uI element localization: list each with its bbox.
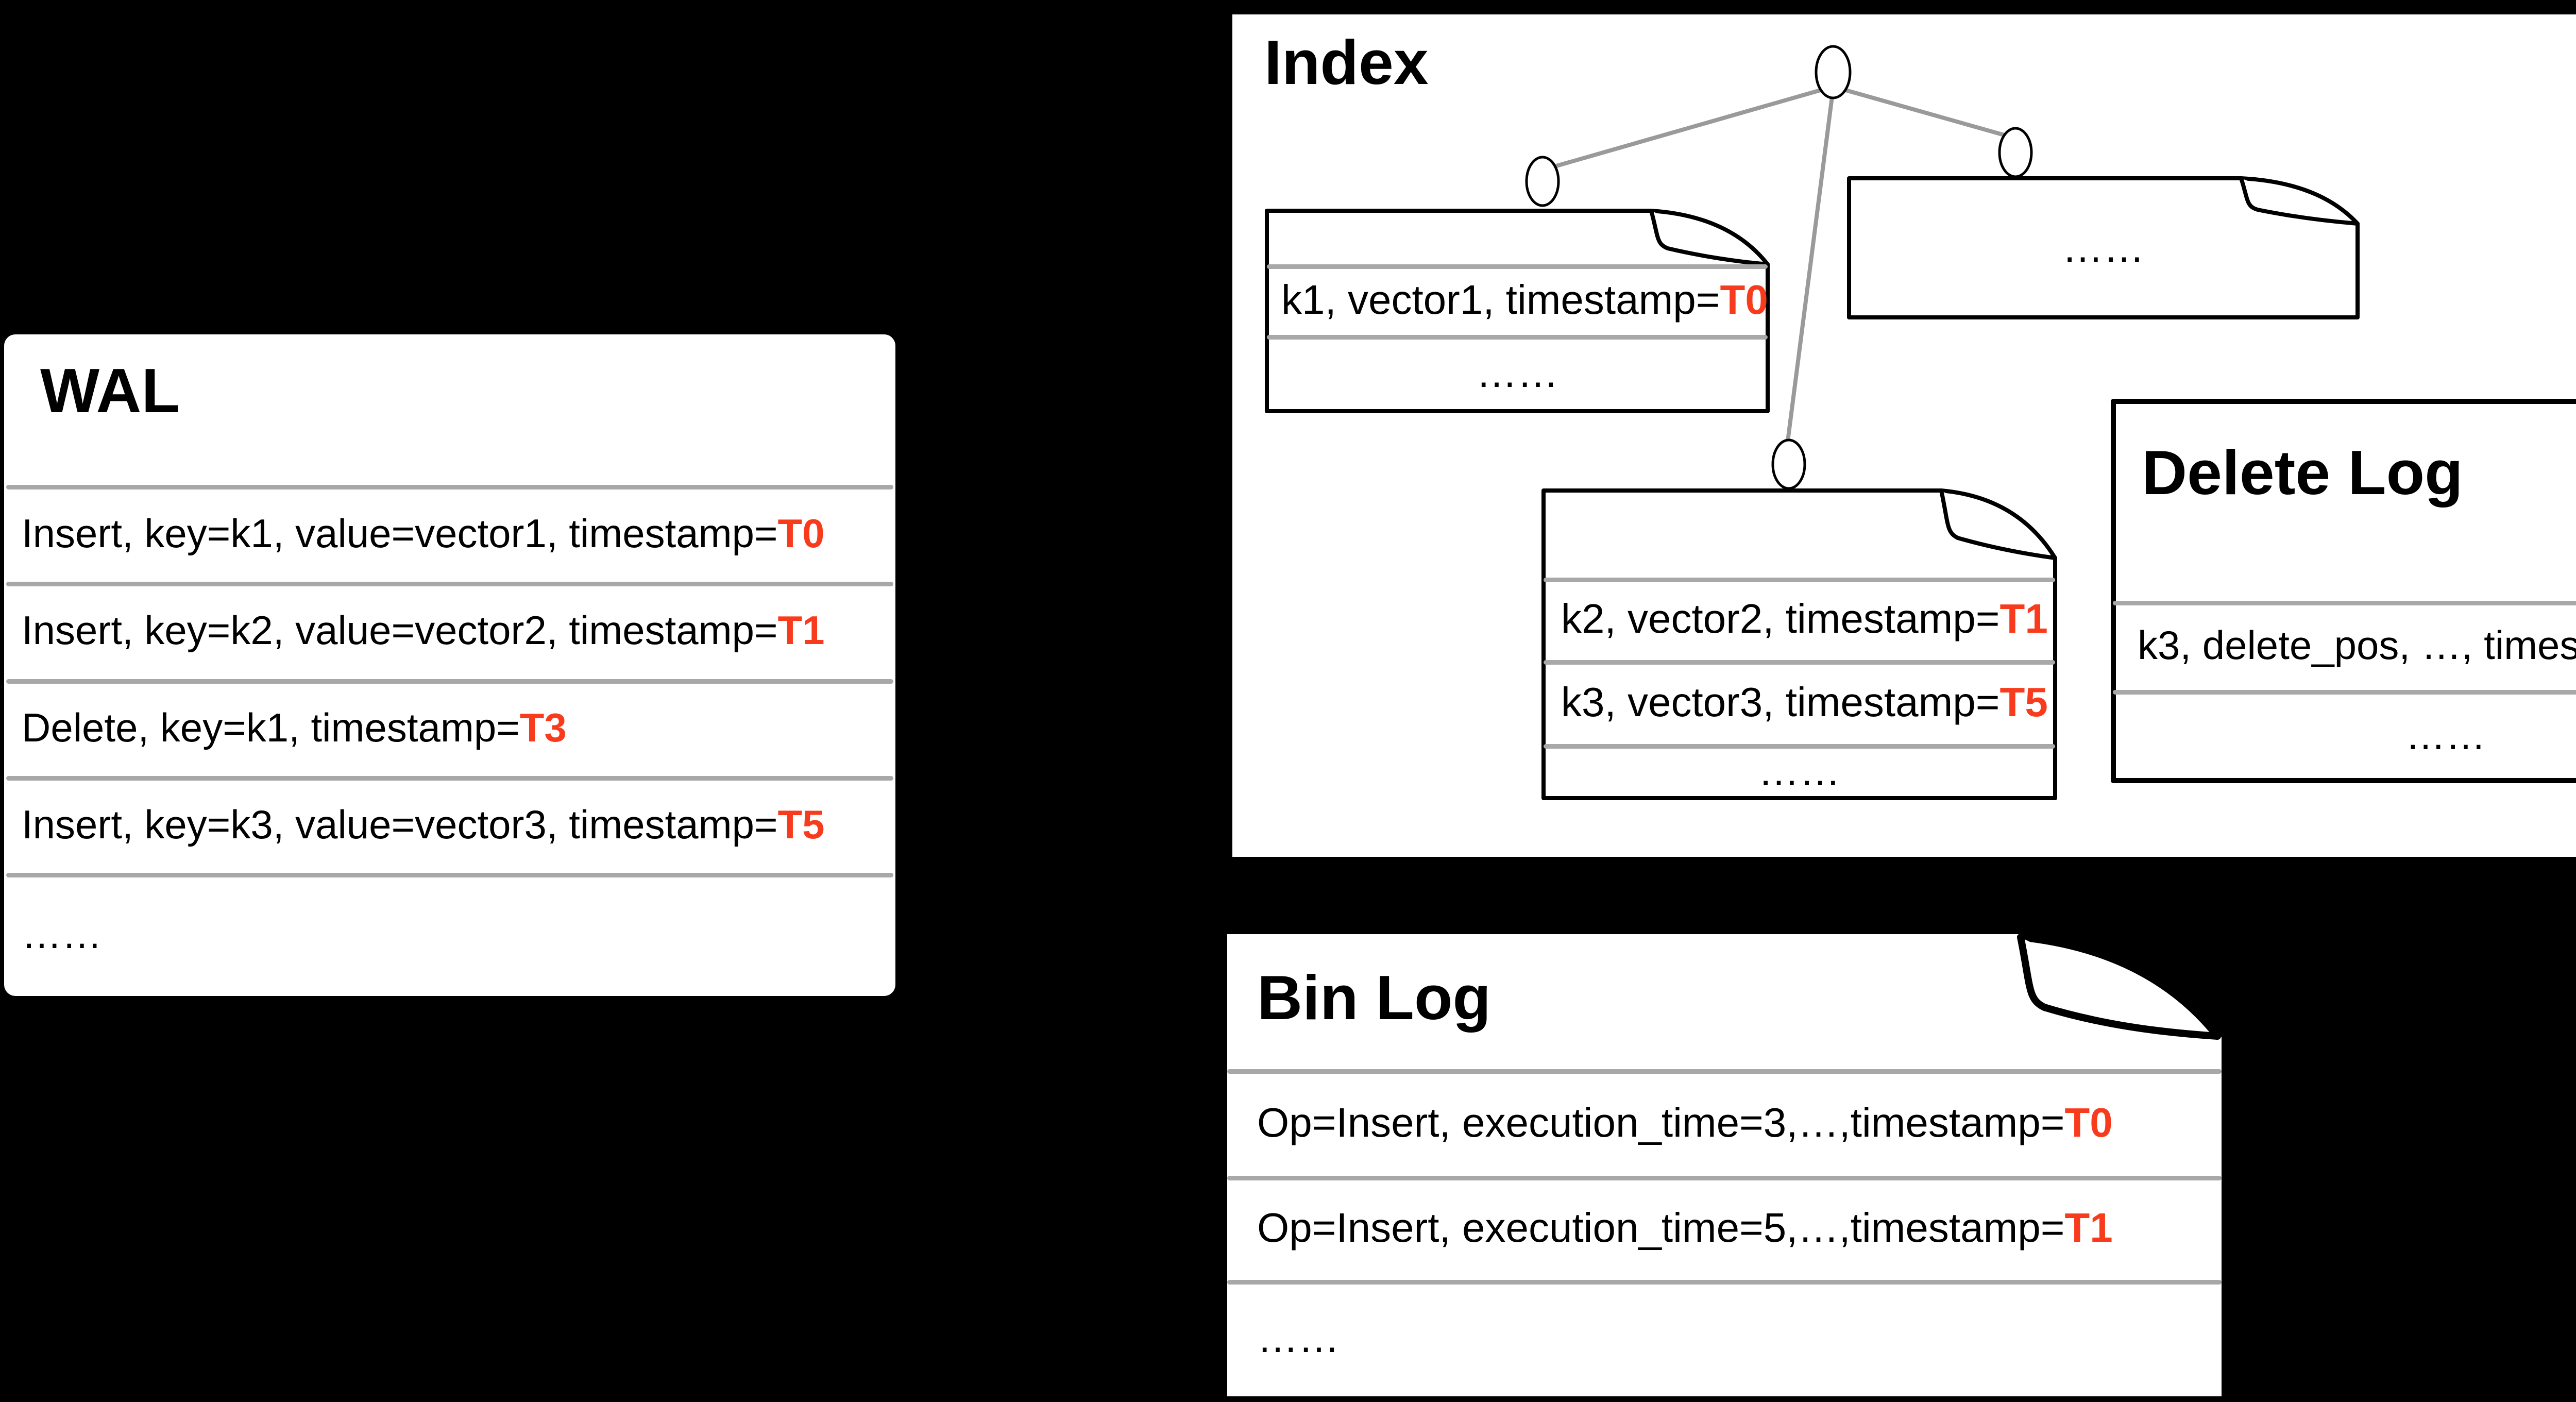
bin-log-row-timestamp: T1 [2064,1205,2113,1251]
bin-log-title: Bin Log [1257,962,1491,1033]
doc-ellipsis-text: …… [2405,712,2486,758]
wal-row-text: Delete, key=k1, timestamp= [22,704,520,750]
folded-page-icon [1847,176,2360,319]
doc-separator [1227,1280,2222,1285]
bin-log-row: Op=Insert, execution_time=3,…,timestamp=… [1227,1069,2222,1176]
wal-row-timestamp: T1 [777,607,825,653]
bin-log-row-text: Op=Insert, execution_time=5,…,timestamp= [1257,1205,2065,1251]
doc-separator [1227,1069,2222,1074]
doc-ellipsis-text: …… [1476,350,1558,396]
bin-log-doc: Bin Log Op=Insert, execution_time=3,…,ti… [1227,934,2222,1396]
doc-ellipsis-text: …… [1758,748,1841,794]
bin-log-row-ellipsis: …… [1227,1280,2222,1396]
wal-box: WAL Insert, key=k1, value=vector1, times… [4,334,895,996]
doc-separator [2113,690,2576,695]
wal-row-timestamp: T3 [519,704,567,750]
doc-row-timestamp: T1 [1999,596,2048,641]
delete-log-doc: Delete Log k3, delete_pos, …, timestamp=… [2111,399,2576,783]
wal-row: Insert, key=k3, value=vector3, timestamp… [4,776,895,873]
wal-ellipsis-text: …… [22,911,102,957]
wal-row-text: Insert, key=k2, value=vector2, timestamp… [22,607,778,653]
wal-row-text: Insert, key=k3, value=vector3, timestamp… [22,801,778,847]
doc-separator [1227,1176,2222,1180]
delete-log-title: Delete Log [2142,437,2463,508]
folded-page-icon [1265,209,1770,413]
wal-separator [6,679,893,684]
doc-separator [1267,335,1768,340]
doc-row-text: k3, vector3, timestamp= [1561,679,2000,725]
doc-row: k3, delete_pos, …, timestamp=T3 [2111,601,2576,690]
bin-log-row-text: Op=Insert, execution_time=3,…,timestamp= [1257,1099,2065,1145]
tree-edge [1552,87,1827,169]
index-tree [1525,45,2033,490]
doc-row-ellipsis: …… [1265,335,1770,411]
tree-node-right-icon [1998,127,2033,178]
wal-title: WAL [40,356,180,426]
wal-row: Insert, key=k2, value=vector2, timestamp… [4,582,895,679]
tree-edge [1839,87,2005,137]
doc-row-timestamp: T0 [1720,276,1768,323]
wal-row: Insert, key=k1, value=vector1, timestamp… [4,485,895,582]
doc-separator [1267,264,1768,269]
wal-row-text: Insert, key=k1, value=vector1, timestamp… [22,510,778,556]
wal-separator [6,873,893,877]
tree-node-root-icon [1815,45,1852,99]
segment-doc-k2k3: k2, vector2, timestamp=T1 k3, vector3, t… [1541,488,2057,800]
doc-row: k3, vector3, timestamp=T5 [1541,660,2057,744]
doc-separator [1544,578,2055,582]
doc-row-ellipsis: …… [1541,744,2057,798]
doc-row-text: k1, vector1, timestamp= [1281,276,1720,323]
tree-node-left-icon [1525,156,1560,207]
doc-row-ellipsis: …… [1847,176,2360,319]
wal-row-timestamp: T0 [777,510,825,556]
wal-separator [6,582,893,586]
doc-ellipsis-text: …… [2062,225,2145,271]
segment-doc-more: …… [1847,176,2360,319]
doc-row: k2, vector2, timestamp=T1 [1541,578,2057,660]
bin-log-row: Op=Insert, execution_time=5,…,timestamp=… [1227,1176,2222,1280]
wal-separator [6,485,893,489]
folded-page-icon [2111,399,2576,783]
wal-separator [6,776,893,781]
wal-row-timestamp: T5 [777,801,825,847]
doc-row-ellipsis: …… [2111,690,2576,781]
wal-row-ellipsis: …… [4,873,895,996]
doc-separator [1544,744,2055,749]
bin-log-row-timestamp: T0 [2064,1099,2113,1145]
doc-row-text: k3, delete_pos, …, timestamp= [2138,622,2576,668]
tree-node-mid-icon [1771,438,1806,490]
doc-row-timestamp: T5 [1999,679,2048,725]
doc-row: k1, vector1, timestamp=T0 [1265,264,1770,335]
doc-separator [2113,601,2576,605]
bin-log-ellipsis-text: …… [1257,1315,1340,1361]
wal-row: Delete, key=k1, timestamp=T3 [4,679,895,776]
doc-separator [1544,660,2055,665]
tree-edge [1786,96,1834,442]
segment-doc-k1: k1, vector1, timestamp=T0 …… [1265,209,1770,413]
folded-page-icon [1541,488,2057,800]
index-title: Index [1264,27,1429,97]
doc-row-text: k2, vector2, timestamp= [1561,596,2000,641]
